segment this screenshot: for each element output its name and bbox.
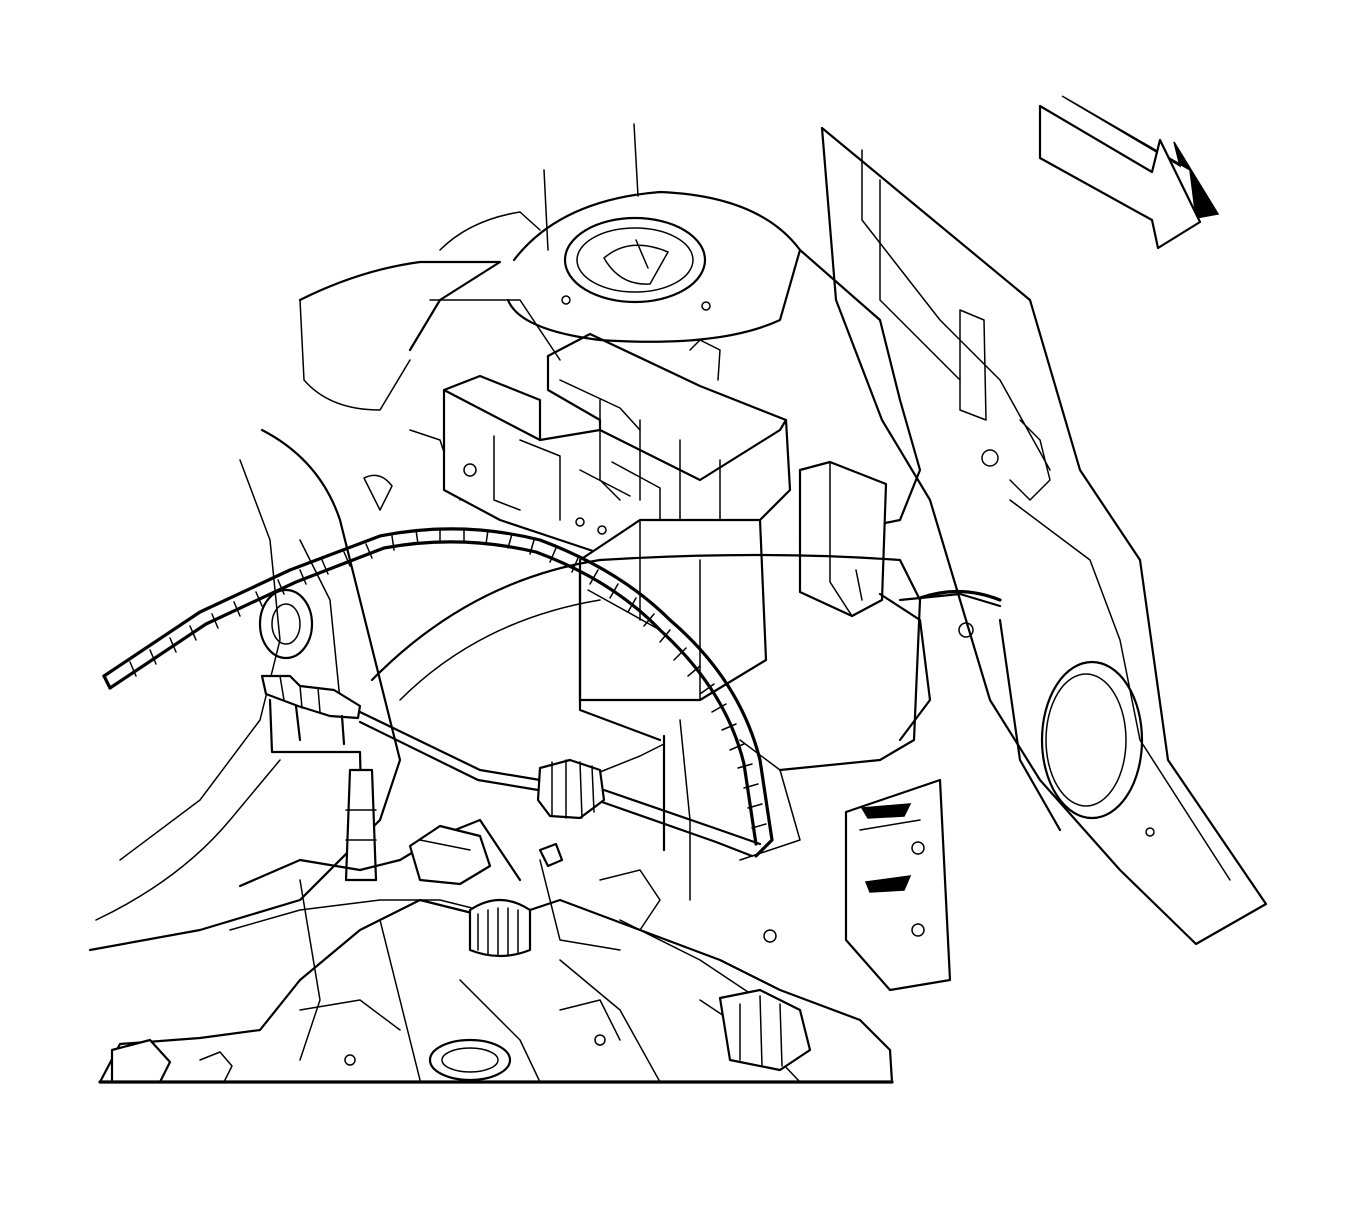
strut-tower: [429, 123, 922, 542]
wiring-harness: [102, 527, 1002, 858]
right-inner-fender-panel: [820, 126, 1268, 946]
sensor-connector: [260, 674, 378, 882]
shift-cable: [358, 710, 762, 858]
transmission-assembly: [98, 818, 894, 1084]
cross-member: [370, 553, 952, 992]
fuse-block-housing: [442, 332, 888, 742]
forward-arrow-icon: [1038, 95, 1220, 250]
